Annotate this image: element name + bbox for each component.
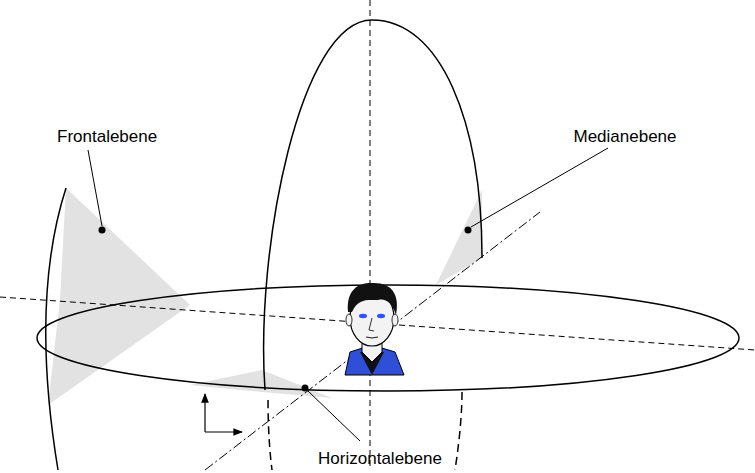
median-plane-hidden (268, 400, 272, 470)
leader-dot (465, 227, 472, 234)
up-arrow (204, 394, 205, 432)
median-wedge (436, 190, 482, 285)
right-arrow (205, 431, 242, 432)
median-plane-hidden (455, 392, 462, 470)
frontal-plane-arc (46, 188, 66, 470)
leader-dot (302, 385, 309, 392)
depth-axis (205, 212, 540, 470)
head-figure (345, 283, 404, 375)
leader-line (308, 391, 360, 441)
leader-dot (99, 227, 106, 234)
plane-label: Medianebene (573, 128, 676, 147)
plane-label: Horizontalebene (318, 450, 442, 469)
vertical-axis (370, 0, 371, 470)
leader-line (88, 150, 102, 226)
leader-line (471, 148, 608, 227)
plane-label: Frontalebene (57, 128, 157, 147)
median-plane-outline (264, 20, 482, 390)
